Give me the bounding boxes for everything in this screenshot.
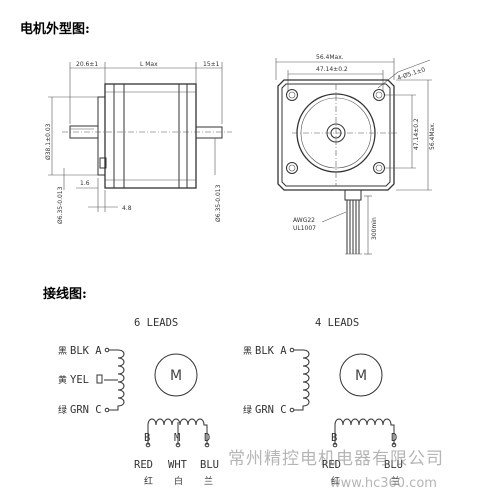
dim-rear-shaft-dia: Ø6.35-0.013 <box>215 184 222 222</box>
six-lead-b-letter: B <box>144 432 150 444</box>
six-lead-blu-cn: 兰 <box>204 475 213 487</box>
dim-front-shaft-dia: Ø6.35-0.013 <box>57 186 64 224</box>
outline-heading: 电机外型图: <box>20 22 90 37</box>
front-view: 56.4Max. 47.14±0.2 4-Ø5.1±0 47.14±0.2 56… <box>275 54 436 255</box>
dim-hole-spacing-v: 47.14±0.2 <box>413 118 420 150</box>
dim-wire-length: 300min <box>371 217 378 240</box>
wiring-heading: 接线图: <box>43 287 87 302</box>
six-lead-yel-en: YEL <box>70 374 89 386</box>
four-leads-title: 4 LEADS <box>315 317 359 329</box>
six-lead-wht-en: WHT <box>168 459 188 471</box>
six-lead-a-en: BLK A <box>70 345 102 357</box>
four-lead-red-en: RED <box>322 459 341 471</box>
six-leads-title: 6 LEADS <box>134 317 178 329</box>
four-lead-c-en: GRN C <box>255 404 287 416</box>
four-lead-a-en: BLK A <box>255 345 287 357</box>
four-lead-d-letter: D <box>391 432 397 444</box>
four-lead-c-cn: 绿 <box>243 404 252 416</box>
six-leads-diagram: 6 LEADS 黑 BLK A 黄 YEL 绿 GRN C M B M D RE… <box>58 317 219 487</box>
six-lead-wht-cn: 白 <box>174 475 183 487</box>
six-lead-red-en: RED <box>134 459 153 471</box>
wire-spec-ul: UL1007 <box>293 225 316 232</box>
four-leads-diagram: 4 LEADS 黑 BLK A 绿 GRN C M B D RED BLU 红 … <box>243 317 403 487</box>
six-lead-red-cn: 红 <box>144 475 153 487</box>
watermark-company: 常州精控电机电器有限公司 <box>228 449 444 469</box>
four-lead-blu-cn: 兰 <box>391 475 400 487</box>
dim-flange-dia: Ø38.1±0.03 <box>45 123 52 160</box>
dim-flat-depth: 1.6 <box>80 180 90 187</box>
six-lead-c-en: GRN C <box>70 404 102 416</box>
six-lead-d-letter: D <box>204 432 210 444</box>
dim-body-width: 56.4Max. <box>316 54 344 61</box>
six-lead-blu-en: BLU <box>200 459 219 471</box>
four-lead-a-cn: 黑 <box>243 346 252 357</box>
six-lead-c-cn: 绿 <box>58 404 67 416</box>
six-lead-m-letter: M <box>174 432 180 444</box>
six-lead-a-cn: 黑 <box>58 346 67 357</box>
six-motor-symbol: M <box>170 368 182 384</box>
four-lead-b-letter: B <box>331 432 337 444</box>
six-lead-yel-cn: 黄 <box>58 374 67 386</box>
dim-flange-thickness: 4.8 <box>122 205 132 212</box>
dim-hole-spec: 4-Ø5.1±0 <box>396 66 426 82</box>
dim-front-shaft: 20.6±1 <box>76 61 98 68</box>
dim-rear-shaft: 15±1 <box>203 61 220 68</box>
four-lead-red-cn: 红 <box>331 475 340 487</box>
side-view: 20.6±1 L Max 15±1 Ø38.1±0.03 Ø6.35-0.013… <box>45 61 232 224</box>
dim-hole-spacing-h: 47.14±0.2 <box>316 66 348 73</box>
dim-body-height: 56.4Max. <box>429 122 436 150</box>
watermark-site: www.hc360.com <box>330 476 437 491</box>
four-lead-blu-en: BLU <box>384 459 403 471</box>
dim-body-length: L Max <box>140 61 158 68</box>
four-motor-symbol: M <box>355 368 367 384</box>
wire-spec-awg: AWG22 <box>293 217 315 224</box>
